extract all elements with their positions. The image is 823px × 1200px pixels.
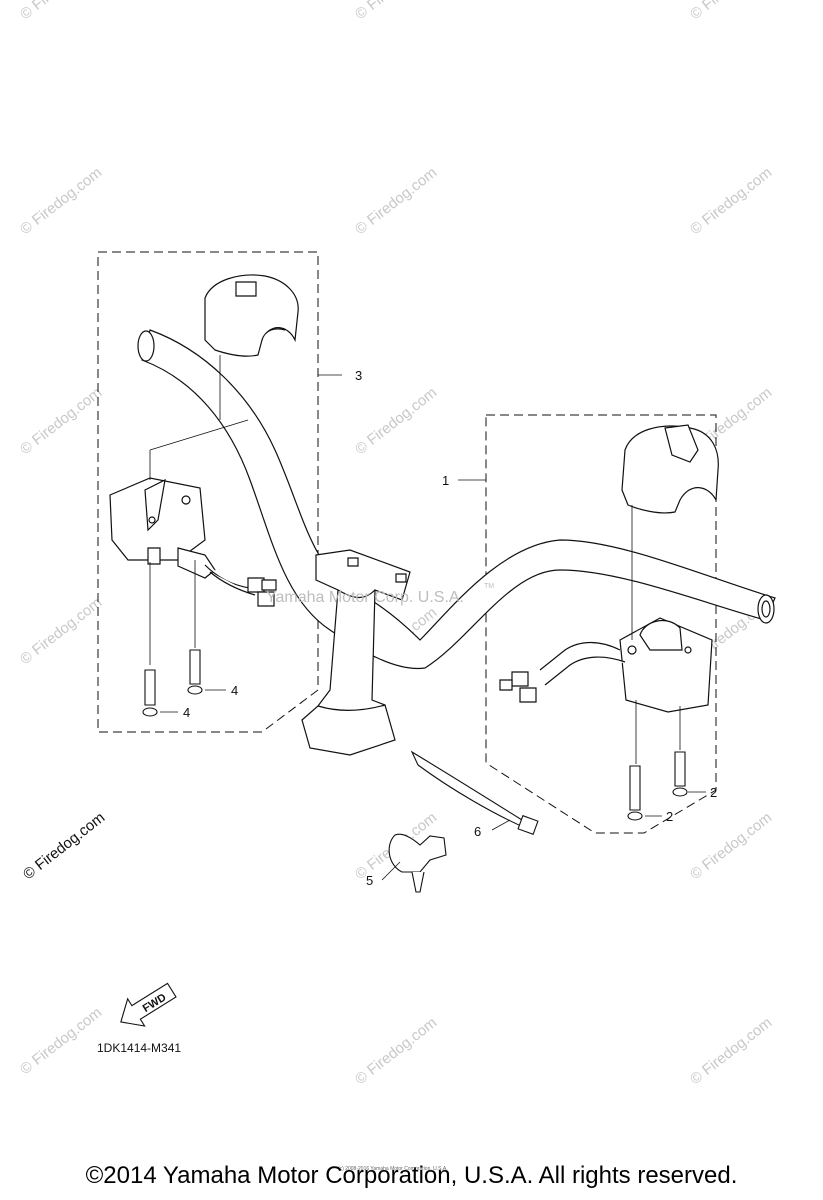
- watermark: © Firedog.com: [687, 164, 775, 238]
- watermark-dark: © Firedog.com: [20, 809, 108, 883]
- left-switch-body: [110, 478, 276, 606]
- tm-mark: TM: [484, 583, 494, 590]
- watermark: © Firedog.com: [352, 1014, 440, 1088]
- callout-3: 3: [355, 368, 362, 383]
- callout-4: 4: [183, 705, 190, 720]
- watermark: © Firedog.com: [352, 164, 440, 238]
- watermark: © Firedog.com: [17, 384, 105, 458]
- watermark: © Firedog.com: [687, 0, 775, 23]
- group-box-left: [97, 251, 319, 733]
- cable-tie: [412, 752, 538, 834]
- handlebar-clamp: [302, 550, 410, 755]
- watermark: © Firedog.com: [687, 809, 775, 883]
- fine-print: (c) 2008-2016 Yamaha Motor Corporation, …: [338, 1166, 448, 1172]
- watermark: © Firedog.com: [17, 0, 105, 23]
- watermark: © Firedog.com: [352, 384, 440, 458]
- callout-2: 2: [710, 785, 717, 800]
- copyright-footer: ©2014 Yamaha Motor Corporation, U.S.A. A…: [85, 1162, 738, 1189]
- right-switch-cover: [622, 425, 718, 513]
- diagram-code: 1DK1414-M341: [97, 1041, 181, 1055]
- watermark: © Firedog.com: [17, 1004, 105, 1078]
- group-box-right: [485, 414, 717, 834]
- callout-1: 1: [442, 473, 449, 488]
- watermark: © Firedog.com: [17, 164, 105, 238]
- callout-6: 6: [474, 824, 481, 839]
- right-switch-body: [500, 618, 712, 712]
- left-switch-cover: [205, 275, 298, 356]
- center-watermark: Yamaha Motor Corp. U.S.A.: [266, 589, 464, 606]
- wire-clip: [389, 834, 446, 892]
- callout-4: 4: [231, 683, 238, 698]
- leader-lines: [149, 355, 706, 881]
- callout-2: 2: [666, 809, 673, 824]
- watermark: © Firedog.com: [352, 0, 440, 23]
- watermark: © Firedog.com: [687, 1014, 775, 1088]
- fwd-arrow: FWD: [120, 982, 177, 1027]
- screws: [143, 650, 687, 820]
- callout-5: 5: [366, 873, 373, 888]
- watermark: © Firedog.com: [17, 594, 105, 668]
